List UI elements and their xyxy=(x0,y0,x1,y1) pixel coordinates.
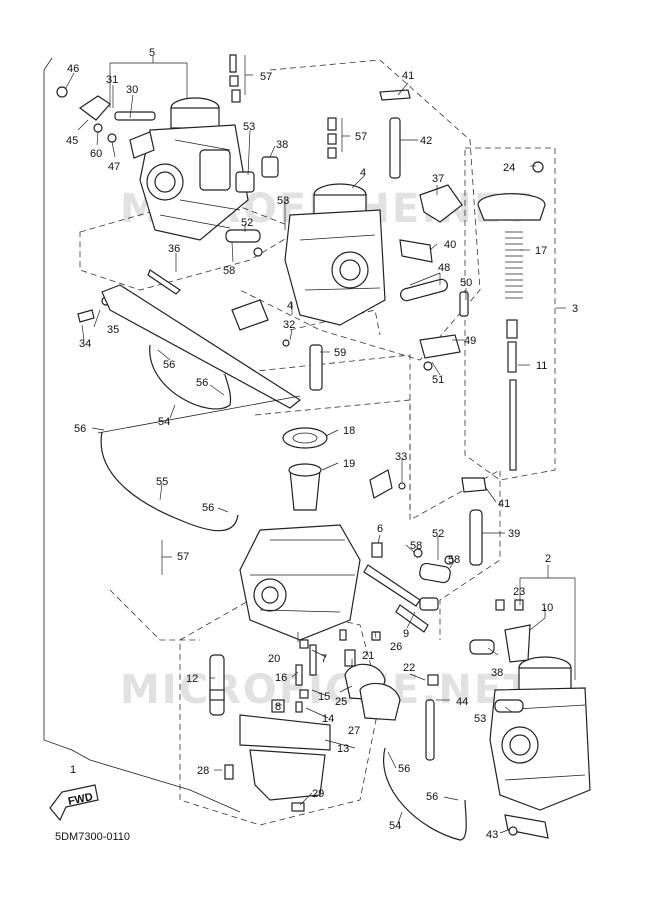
callout-41-top: 41 xyxy=(402,70,414,82)
callout-4-top: 4 xyxy=(360,167,366,179)
callout-58-mid-b: 58 xyxy=(448,554,460,566)
callout-22: 22 xyxy=(403,662,415,674)
callout-18: 18 xyxy=(343,425,355,437)
callout-7: 7 xyxy=(321,653,327,665)
callout-24: 24 xyxy=(503,162,515,174)
callout-35: 35 xyxy=(107,324,119,336)
callout-42: 42 xyxy=(420,135,432,147)
carburetor-bottom-center xyxy=(239,524,454,641)
drawing-code: 5DM7300-0110 xyxy=(55,831,130,843)
callout-53-bottom: 53 xyxy=(474,713,486,725)
callout-9: 9 xyxy=(403,628,409,640)
callout-41-mid: 41 xyxy=(498,498,510,510)
hoses-left xyxy=(97,344,301,532)
callout-8: 8 xyxy=(275,701,281,713)
callout-3: 3 xyxy=(572,303,578,315)
fwd-label: FWD xyxy=(67,791,94,808)
callout-38-top: 38 xyxy=(276,139,288,151)
callout-57-center: 57 xyxy=(355,131,367,143)
callout-52-mid: 52 xyxy=(432,528,444,540)
top-left-small-parts xyxy=(56,54,302,409)
callout-55: 55 xyxy=(156,476,168,488)
callout-59: 59 xyxy=(334,347,346,359)
callout-16: 16 xyxy=(275,672,287,684)
center-small-parts xyxy=(231,89,469,391)
callout-51: 51 xyxy=(432,374,444,386)
assembly-bracket-line xyxy=(43,57,241,813)
callout-53-center: 53 xyxy=(277,195,289,207)
callout-40: 40 xyxy=(444,239,456,251)
callout-57-mid: 57 xyxy=(177,551,189,563)
callout-2: 2 xyxy=(545,553,551,565)
callout-52-top: 52 xyxy=(241,217,253,229)
callout-58-mid-a: 58 xyxy=(410,540,422,552)
callout-56-d: 56 xyxy=(202,502,214,514)
callout-28: 28 xyxy=(197,765,209,777)
callout-34: 34 xyxy=(79,338,91,350)
callout-29: 29 xyxy=(312,788,324,800)
callout-14: 14 xyxy=(322,713,334,725)
callout-25: 25 xyxy=(335,696,347,708)
callout-5: 5 xyxy=(149,47,155,59)
callout-labels: 5 46 31 30 45 60 47 57 41 53 38 42 57 4 … xyxy=(66,47,578,841)
carburetor-top-left xyxy=(139,97,249,241)
callout-54-a: 54 xyxy=(158,416,170,428)
callout-13: 13 xyxy=(337,743,349,755)
callout-46: 46 xyxy=(67,63,79,75)
callout-1: 1 xyxy=(70,764,76,776)
callout-56-c: 56 xyxy=(74,423,86,435)
callout-56-a: 56 xyxy=(163,359,175,371)
callout-11: 11 xyxy=(536,360,547,372)
callout-27: 27 xyxy=(348,725,360,737)
callout-36: 36 xyxy=(168,243,180,255)
callout-19: 19 xyxy=(343,458,355,470)
callout-56-b: 56 xyxy=(196,377,208,389)
callout-47: 47 xyxy=(108,161,120,173)
callout-17: 17 xyxy=(535,245,547,257)
callout-50: 50 xyxy=(460,277,472,289)
callout-32: 32 xyxy=(283,319,295,331)
carburetor-bottom-right xyxy=(383,599,591,841)
callout-45: 45 xyxy=(66,135,78,147)
diaphragm-parts xyxy=(282,427,487,566)
callout-6: 6 xyxy=(377,523,383,535)
callout-10: 10 xyxy=(541,602,553,614)
callout-44: 44 xyxy=(456,696,468,708)
callout-58-top: 58 xyxy=(223,265,235,277)
leader-lines xyxy=(65,55,576,834)
callout-39: 39 xyxy=(508,528,520,540)
callout-20: 20 xyxy=(268,653,280,665)
callout-54-b: 54 xyxy=(389,820,401,832)
callout-21: 21 xyxy=(362,650,374,662)
callout-4-mid: 4 xyxy=(287,300,293,312)
callout-30: 30 xyxy=(126,84,138,96)
callout-48: 48 xyxy=(438,262,450,274)
callout-49: 49 xyxy=(464,335,476,347)
float-bowl-area xyxy=(209,629,401,812)
callout-26: 26 xyxy=(390,641,402,653)
watermark-bottom: MICROFICHE.NET xyxy=(120,667,533,713)
callout-37: 37 xyxy=(432,173,444,185)
callout-23: 23 xyxy=(513,586,525,598)
callout-12: 12 xyxy=(186,673,198,685)
callout-53-top: 53 xyxy=(243,121,255,133)
callout-31: 31 xyxy=(106,74,118,86)
fwd-arrow-badge: FWD xyxy=(49,784,99,822)
callout-43: 43 xyxy=(486,829,498,841)
throttle-valve-stack xyxy=(477,161,546,471)
callout-56-f: 56 xyxy=(426,791,438,803)
callout-38-bottom: 38 xyxy=(491,667,503,679)
carburetor-center xyxy=(284,117,386,326)
callout-15: 15 xyxy=(318,691,330,703)
callout-56-e: 56 xyxy=(398,763,410,775)
callout-60: 60 xyxy=(90,148,102,160)
callout-57-top: 57 xyxy=(260,71,272,83)
callout-33: 33 xyxy=(395,451,407,463)
